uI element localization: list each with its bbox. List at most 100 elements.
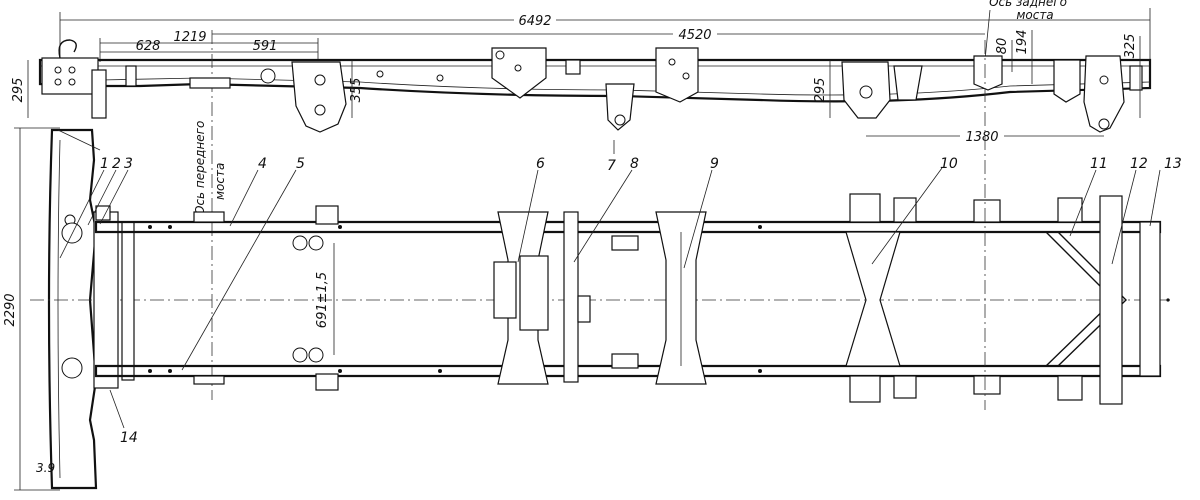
rear-bracket: [1053, 59, 1081, 103]
dim-2290: 2290: [3, 293, 18, 326]
dim-355: 355: [349, 78, 364, 103]
small-mark: 3.9: [36, 461, 55, 475]
rear-axle-label-1: Ось заднего: [989, 0, 1067, 9]
leader: [573, 169, 633, 263]
rivet: [758, 225, 762, 229]
rivet: [436, 74, 444, 82]
front-crossmember: [93, 211, 119, 389]
dim-628: 628: [136, 39, 161, 54]
callout-10: 10: [940, 156, 958, 172]
leader: [109, 389, 125, 429]
crossmember-10: [845, 231, 901, 367]
rear-axle-bracket-plan: [973, 199, 1001, 223]
callout-8: 8: [630, 156, 639, 172]
callout-12: 12: [1130, 156, 1148, 172]
leader: [229, 169, 259, 227]
callout-3: 3: [124, 156, 133, 172]
rivet: [68, 66, 76, 74]
dim-325: 325: [1123, 34, 1138, 59]
dim-bg: [960, 128, 1004, 144]
tow-hook-icon: [61, 222, 83, 244]
callout-11: 11: [1090, 156, 1108, 172]
rivet: [54, 66, 62, 74]
rivet: [54, 78, 62, 86]
front-axle-label-2: моста: [213, 163, 227, 200]
callouts: 1 2 3 4 5 6 7 8 9 10 11 12 13 14 3.9: [36, 129, 1182, 475]
leader: [683, 169, 713, 269]
rivet: [68, 78, 76, 86]
centerline-end: [1166, 298, 1170, 302]
callout-4: 4: [258, 156, 267, 172]
cab-mount-bracket: [491, 47, 547, 99]
crossmember-6-mount: [519, 255, 549, 331]
callout-9: 9: [710, 156, 719, 172]
dim-overall-length: 6492: [518, 14, 551, 29]
front-axle-label-1: Ось переднего: [193, 121, 207, 215]
rail-rivets: [148, 225, 762, 373]
front-bumper: [47, 128, 98, 490]
crossmember-8-bracket: [577, 295, 591, 323]
dim-bg: [514, 12, 556, 28]
callout-13: 13: [1164, 156, 1182, 172]
front-crossmember-plate: [121, 221, 135, 381]
side-view: 6492 4520 1219 628 591 Ось заднего моста: [11, 0, 1152, 400]
front-spring-bracket: [291, 61, 347, 133]
callout-6: 6: [536, 156, 545, 172]
leader: [57, 129, 101, 151]
dim-295-left: 295: [11, 78, 26, 103]
bolt: [1099, 75, 1109, 85]
bolt: [495, 50, 505, 60]
middle-hanger: [605, 83, 635, 131]
rivet: [376, 70, 384, 78]
rear-axle-bracket-plan: [973, 375, 1001, 395]
rivet: [148, 225, 152, 229]
left-rail: [94, 220, 1162, 234]
leader: [181, 169, 297, 371]
dim-194: 194: [1015, 30, 1030, 55]
rear-axle-leader: [984, 9, 991, 61]
bracket: [611, 353, 639, 369]
rear-spring-rear-bracket: [1083, 55, 1125, 133]
dim-1380: 1380: [965, 130, 998, 145]
bump-stop: [893, 65, 923, 101]
rivet: [168, 225, 172, 229]
bolt: [682, 72, 690, 80]
cab-mount: [193, 375, 225, 385]
leader: [1149, 169, 1161, 227]
dim-691: 691±1,5: [315, 272, 330, 328]
spring-eye-icon: [292, 347, 308, 363]
leader: [871, 167, 943, 265]
leader: [517, 169, 539, 263]
spring-bracket-plan: [315, 373, 339, 391]
bolt: [314, 74, 326, 86]
rivet: [438, 369, 442, 373]
bolt: [514, 64, 522, 72]
leader: [1111, 169, 1137, 265]
spring-eye-icon: [308, 235, 324, 251]
callout-7: 7: [607, 158, 616, 174]
front-bracket: [41, 57, 99, 95]
dim-wheelbase: 4520: [678, 28, 711, 43]
bump-stop-plan: [893, 375, 917, 399]
bolt: [1098, 118, 1110, 130]
small-bracket: [125, 65, 137, 87]
bump-stop-plan: [893, 197, 917, 223]
bolt: [614, 114, 626, 126]
spring-eye-icon: [292, 235, 308, 251]
leader: [87, 169, 117, 226]
front-hanger: [91, 69, 107, 119]
tow-hook-icon: [61, 357, 83, 379]
hole: [260, 68, 276, 84]
crossmember-12: [1099, 195, 1123, 405]
front-crossmember-stub: [189, 77, 231, 89]
small-bracket: [565, 59, 581, 75]
rear-bracket-plan: [1057, 375, 1083, 401]
dim-bg: [673, 26, 717, 42]
rear-end-bracket: [1129, 65, 1143, 91]
rivet: [338, 369, 342, 373]
leader: [99, 169, 129, 225]
front-spring-eye-right: [292, 347, 324, 363]
front-spring-eye-left: [292, 235, 324, 251]
rear-spring-bracket-plan: [849, 193, 881, 223]
